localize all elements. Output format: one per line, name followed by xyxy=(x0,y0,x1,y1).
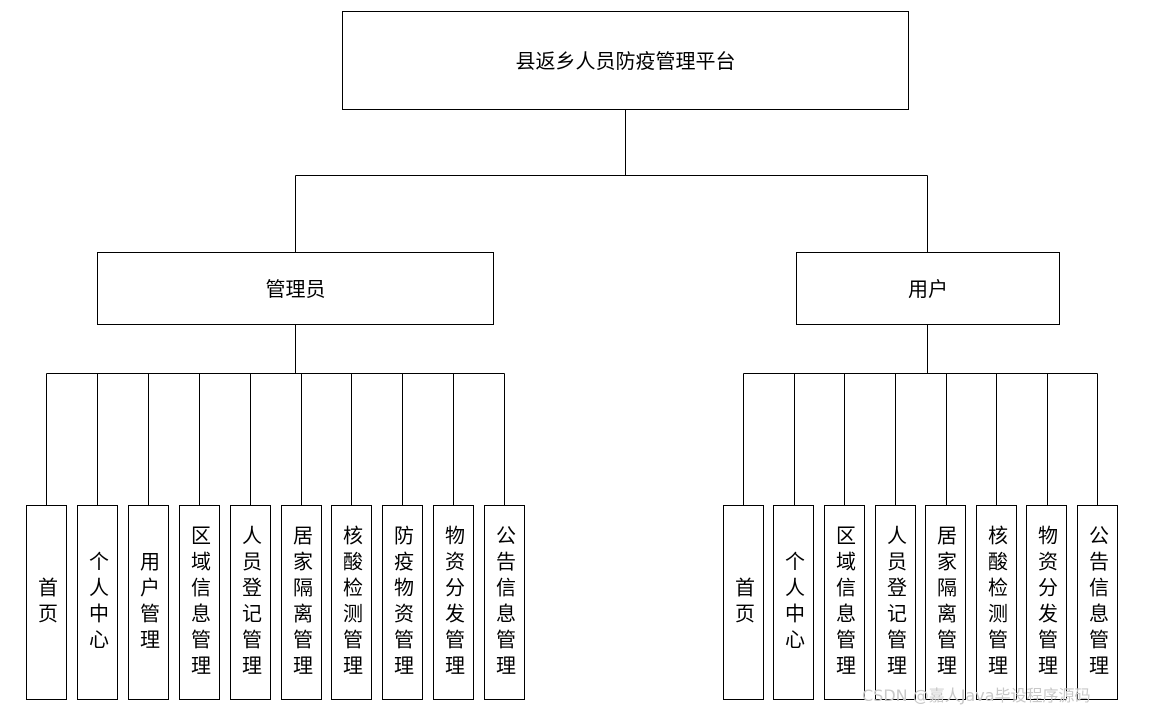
admin-module-label: 公告信息管理 xyxy=(492,524,517,681)
admin-module-box: 人员登记管理 xyxy=(230,505,271,700)
watermark: CSDN @嘉人Java毕设程序源码 xyxy=(862,686,1091,705)
admin-module-label: 用户管理 xyxy=(136,550,161,655)
root-box: 县返乡人员防疫管理平台 xyxy=(342,11,909,110)
user-module-box: 首页 xyxy=(723,505,764,700)
admin-module-box: 核酸检测管理 xyxy=(331,505,372,700)
user-module-label: 区域信息管理 xyxy=(832,524,857,681)
user-module-label: 居家隔离管理 xyxy=(933,524,958,681)
admin-module-label: 核酸检测管理 xyxy=(339,524,364,681)
user-module-box: 个人中心 xyxy=(773,505,814,700)
admin-module-box: 公告信息管理 xyxy=(484,505,525,700)
admin-module-box: 个人中心 xyxy=(77,505,118,700)
user-module-label: 人员登记管理 xyxy=(883,524,908,681)
root-label: 县返乡人员防疫管理平台 xyxy=(515,48,736,73)
admin-module-box: 居家隔离管理 xyxy=(281,505,322,700)
role-label-admin: 管理员 xyxy=(265,276,326,301)
admin-module-label: 首页 xyxy=(34,576,59,629)
user-module-box: 物资分发管理 xyxy=(1026,505,1067,700)
admin-module-label: 物资分发管理 xyxy=(441,524,466,681)
admin-module-label: 防疫物资管理 xyxy=(390,524,415,681)
user-module-label: 个人中心 xyxy=(781,550,806,655)
user-module-box: 区域信息管理 xyxy=(824,505,865,700)
user-module-label: 物资分发管理 xyxy=(1034,524,1059,681)
admin-module-label: 居家隔离管理 xyxy=(289,524,314,681)
admin-module-box: 物资分发管理 xyxy=(433,505,474,700)
role-box-user: 用户 xyxy=(796,252,1060,325)
user-module-box: 公告信息管理 xyxy=(1077,505,1118,700)
user-module-box: 人员登记管理 xyxy=(875,505,916,700)
user-module-box: 核酸检测管理 xyxy=(976,505,1017,700)
admin-module-box: 首页 xyxy=(26,505,67,700)
role-box-admin: 管理员 xyxy=(97,252,494,325)
role-label-user: 用户 xyxy=(908,276,948,301)
admin-module-label: 个人中心 xyxy=(85,550,110,655)
admin-module-box: 区域信息管理 xyxy=(179,505,220,700)
user-module-label: 首页 xyxy=(731,576,756,629)
user-module-box: 居家隔离管理 xyxy=(925,505,966,700)
admin-module-box: 用户管理 xyxy=(128,505,169,700)
admin-module-label: 区域信息管理 xyxy=(187,524,212,681)
user-module-label: 公告信息管理 xyxy=(1085,524,1110,681)
user-module-label: 核酸检测管理 xyxy=(984,524,1009,681)
admin-module-box: 防疫物资管理 xyxy=(382,505,423,700)
admin-module-label: 人员登记管理 xyxy=(238,524,263,681)
